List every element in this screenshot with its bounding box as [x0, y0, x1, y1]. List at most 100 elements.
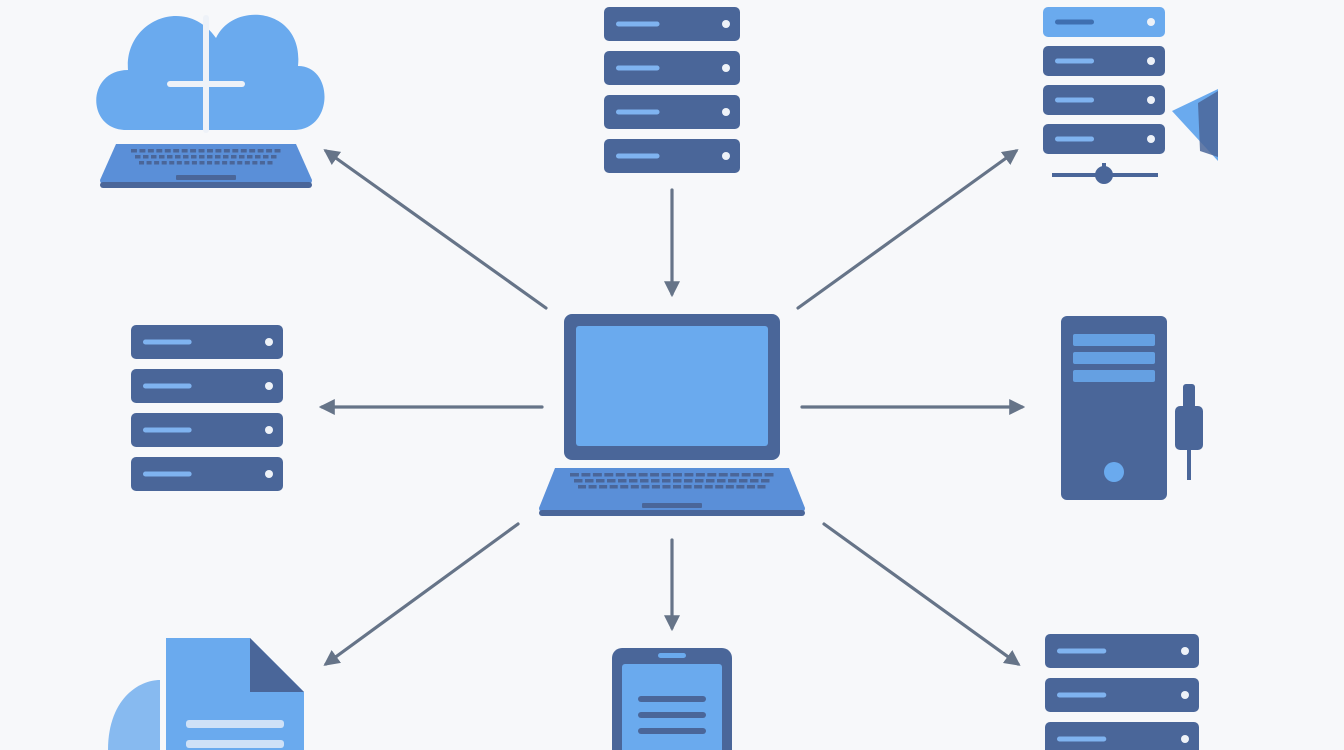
drive-bay: [1073, 352, 1155, 364]
key: [684, 473, 694, 477]
key: [750, 479, 759, 483]
key: [271, 155, 277, 159]
rack-led: [1181, 647, 1189, 655]
key: [627, 473, 637, 477]
rack-led: [1147, 18, 1155, 26]
key: [147, 149, 154, 153]
key: [199, 161, 205, 165]
key: [578, 485, 587, 489]
key: [183, 155, 189, 159]
key: [757, 485, 766, 489]
key: [651, 479, 660, 483]
rack-led: [265, 426, 273, 434]
rack-led: [265, 338, 273, 346]
rack-slot: [1057, 736, 1107, 742]
key: [151, 155, 157, 159]
rack-led: [1181, 735, 1189, 743]
key: [630, 485, 639, 489]
rack-unit: [604, 51, 740, 85]
rack-led: [1147, 96, 1155, 104]
rack-led: [265, 382, 273, 390]
rack-unit: [131, 325, 283, 359]
drive-bay: [1073, 334, 1155, 346]
key: [215, 149, 222, 153]
key: [715, 485, 724, 489]
key: [135, 155, 141, 159]
key: [257, 149, 264, 153]
usb-plug-body: [1175, 406, 1203, 450]
key: [618, 479, 627, 483]
rack-unit: [1043, 46, 1165, 76]
text-line: [638, 712, 706, 718]
key: [222, 161, 228, 165]
rack-led: [1181, 691, 1189, 699]
text-line: [638, 728, 706, 734]
rack-led: [722, 64, 730, 72]
rack-slot: [1055, 136, 1095, 142]
network-node: [1095, 166, 1113, 184]
key: [154, 161, 160, 165]
rack-unit: [1043, 124, 1165, 154]
key: [252, 161, 258, 165]
keyboard-base: [100, 144, 312, 184]
key: [662, 479, 671, 483]
key: [728, 479, 737, 483]
key: [706, 479, 715, 483]
document-icon: [108, 638, 304, 750]
key: [215, 155, 221, 159]
key: [684, 479, 693, 483]
key: [173, 149, 180, 153]
key: [695, 473, 705, 477]
key: [650, 473, 660, 477]
rack-unit: [1043, 7, 1165, 37]
cloud-fragment: [108, 680, 160, 750]
laptop-edge: [100, 182, 312, 188]
key: [581, 473, 591, 477]
rack-slot: [616, 21, 660, 27]
laptop-icon: [539, 314, 805, 516]
key: [607, 479, 616, 483]
arrow-hub-to-bottom-left-icon: [323, 522, 520, 666]
cloud-shape: [96, 14, 325, 130]
key: [718, 473, 728, 477]
key: [164, 149, 171, 153]
key: [609, 485, 618, 489]
rack-slot: [143, 339, 192, 345]
key: [599, 485, 608, 489]
key: [661, 473, 671, 477]
arrow-hub-to-top-right-icon: [796, 149, 1019, 310]
key: [640, 479, 649, 483]
trackpad: [642, 503, 702, 508]
key: [704, 485, 713, 489]
key: [229, 161, 235, 165]
text-line: [186, 720, 284, 728]
key: [232, 149, 239, 153]
rack-unit: [131, 457, 283, 491]
key: [596, 479, 605, 483]
rack-unit: [604, 7, 740, 41]
key: [255, 155, 261, 159]
key: [730, 473, 740, 477]
key: [707, 473, 717, 477]
key: [266, 149, 273, 153]
key: [673, 473, 682, 477]
rack-led: [722, 108, 730, 116]
laptop-edge: [539, 510, 805, 516]
rack-led: [1147, 57, 1155, 65]
key: [736, 485, 745, 489]
key: [249, 149, 256, 153]
trackpad: [176, 175, 236, 180]
document-page: [166, 638, 304, 750]
rack-unit: [1043, 85, 1165, 115]
speaker-body: [1198, 91, 1218, 157]
rack-slot: [143, 471, 192, 477]
arrow-hub-to-top-left-icon: [323, 149, 548, 310]
rack-slot: [143, 427, 192, 433]
key: [570, 473, 579, 477]
rack-unit: [1045, 634, 1199, 668]
key: [673, 479, 682, 483]
key: [753, 473, 763, 477]
document-fold: [250, 638, 304, 692]
key: [259, 161, 265, 165]
